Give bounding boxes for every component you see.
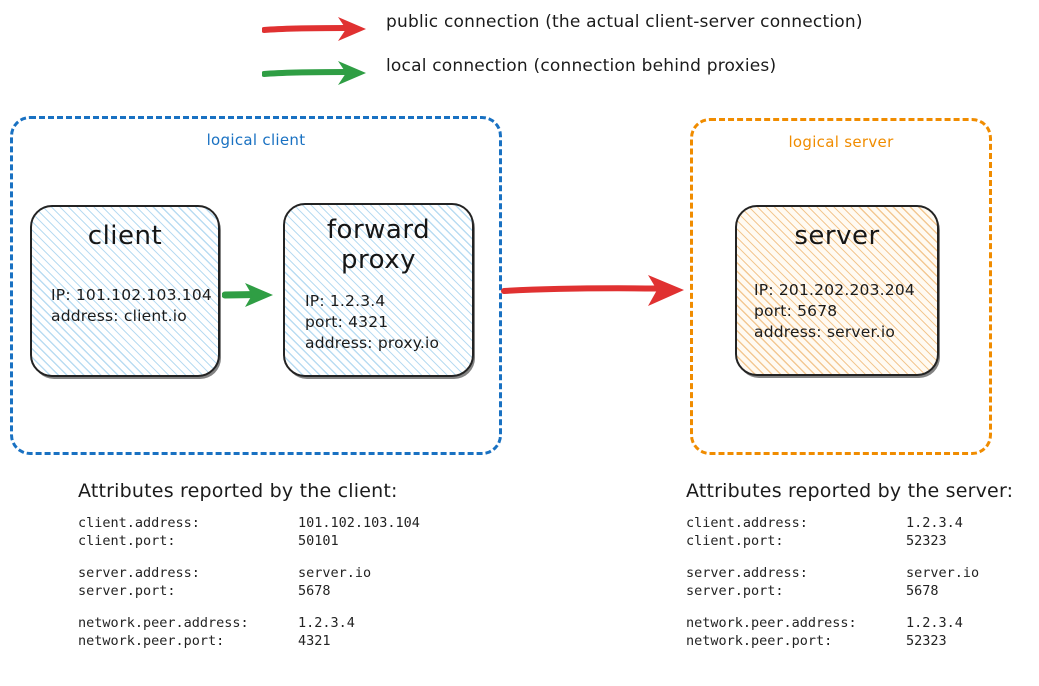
attribute-key: network.peer.address:: [78, 615, 249, 631]
green-arrow-icon: [262, 61, 366, 85]
spacer-cell: [906, 550, 979, 564]
attribute-key: server.address:: [686, 565, 808, 581]
spacer-cell: [686, 550, 906, 564]
attribute-value: 5678: [298, 583, 331, 599]
table-row: server.address: server.io: [78, 564, 420, 582]
forward-proxy-title-line1: forward: [326, 215, 431, 245]
server-node[interactable]: server IP: 201.202.203.204 port: 5678 ad…: [735, 205, 939, 376]
client-node-prop: IP: 101.102.103.104: [51, 286, 212, 304]
attribute-value: 5678: [906, 583, 939, 599]
forward-proxy-title-line2: proxy: [340, 245, 416, 275]
forward-proxy-node-prop: address: proxy.io: [305, 334, 440, 352]
server-attributes-table: client.address: 1.2.3.4 client.port: 523…: [686, 514, 979, 650]
table-row: network.peer.port: 52323: [686, 632, 979, 650]
attribute-value: 52323: [906, 533, 947, 549]
client-node[interactable]: client IP: 101.102.103.104 address: clie…: [30, 205, 220, 377]
table-spacer-row: [686, 550, 979, 564]
local-connection-arrow-icon: [222, 283, 273, 307]
logical-server-group: logical server: [690, 118, 992, 455]
legend-label-public: public connection (the actual client-ser…: [386, 12, 863, 32]
spacer-cell: [906, 600, 979, 614]
attribute-key: client.port:: [78, 533, 176, 549]
client-node-title: client: [87, 221, 163, 251]
table-row: network.peer.address: 1.2.3.4: [686, 614, 979, 632]
server-node-title: server: [794, 221, 880, 251]
server-node-prop: IP: 201.202.203.204: [754, 281, 915, 299]
spacer-cell: [298, 600, 420, 614]
red-arrow-icon: [262, 17, 366, 41]
forward-proxy-node-prop: port: 4321: [305, 313, 389, 331]
table-row: client.port: 50101: [78, 532, 420, 550]
server-attributes-panel: Attributes reported by the server: clien…: [686, 480, 1013, 650]
server-node-properties: IP: 201.202.203.204 port: 5678 address: …: [754, 280, 915, 343]
client-node-properties: IP: 101.102.103.104 address: client.io: [51, 285, 212, 327]
client-node-prop: address: client.io: [51, 307, 187, 325]
attribute-value: 50101: [298, 533, 339, 549]
legend: public connection (the actual client-ser…: [0, 0, 1039, 100]
client-attributes-panel: Attributes reported by the client: clien…: [78, 480, 420, 650]
client-attributes-table: client.address: 101.102.103.104 client.p…: [78, 514, 420, 650]
table-row: server.port: 5678: [78, 582, 420, 600]
attribute-value: 1.2.3.4: [298, 615, 355, 631]
attribute-value: 1.2.3.4: [906, 515, 963, 531]
public-connection-arrow-icon: [501, 275, 684, 306]
attribute-value: 52323: [906, 633, 947, 649]
logical-server-label: logical server: [788, 133, 894, 151]
attribute-value: 101.102.103.104: [298, 515, 420, 531]
table-spacer-row: [78, 600, 420, 614]
table-row: client.port: 52323: [686, 532, 979, 550]
attribute-key: server.address:: [78, 565, 200, 581]
attribute-key: network.peer.address:: [686, 615, 857, 631]
forward-proxy-node-properties: IP: 1.2.3.4 port: 4321 address: proxy.io: [305, 291, 439, 354]
spacer-cell: [78, 550, 298, 564]
forward-proxy-node-prop: IP: 1.2.3.4: [305, 292, 386, 310]
table-spacer-row: [78, 550, 420, 564]
logical-client-label: logical client: [206, 131, 306, 149]
server-attributes-title: Attributes reported by the server:: [686, 480, 1014, 502]
attribute-key: client.address:: [686, 515, 808, 531]
server-node-prop: address: server.io: [754, 323, 896, 341]
table-row: server.port: 5678: [686, 582, 979, 600]
attribute-value: 4321: [298, 633, 331, 649]
attribute-key: network.peer.port:: [78, 633, 225, 649]
spacer-cell: [686, 600, 906, 614]
attribute-key: server.port:: [78, 583, 176, 599]
table-row: client.address: 1.2.3.4: [686, 514, 979, 532]
spacer-cell: [298, 550, 420, 564]
table-row: network.peer.address: 1.2.3.4: [78, 614, 420, 632]
forward-proxy-node[interactable]: forward proxy IP: 1.2.3.4 port: 4321 add…: [283, 203, 474, 377]
attribute-value: 1.2.3.4: [906, 615, 963, 631]
attribute-value: server.io: [298, 565, 372, 581]
spacer-cell: [78, 600, 298, 614]
table-row: client.address: 101.102.103.104: [78, 514, 420, 532]
attribute-key: server.port:: [686, 583, 784, 599]
attribute-key: client.port:: [686, 533, 784, 549]
server-node-prop: port: 5678: [754, 302, 838, 320]
table-spacer-row: [686, 600, 979, 614]
logical-client-group: logical client: [10, 116, 502, 455]
table-row: server.address: server.io: [686, 564, 979, 582]
attribute-key: network.peer.port:: [686, 633, 833, 649]
attribute-key: client.address:: [78, 515, 200, 531]
attribute-value: server.io: [906, 565, 980, 581]
client-attributes-title: Attributes reported by the client:: [78, 480, 398, 502]
forward-proxy-node-title: forward proxy: [285, 215, 472, 275]
legend-label-local: local connection (connection behind prox…: [386, 56, 777, 76]
table-row: network.peer.port: 4321: [78, 632, 420, 650]
